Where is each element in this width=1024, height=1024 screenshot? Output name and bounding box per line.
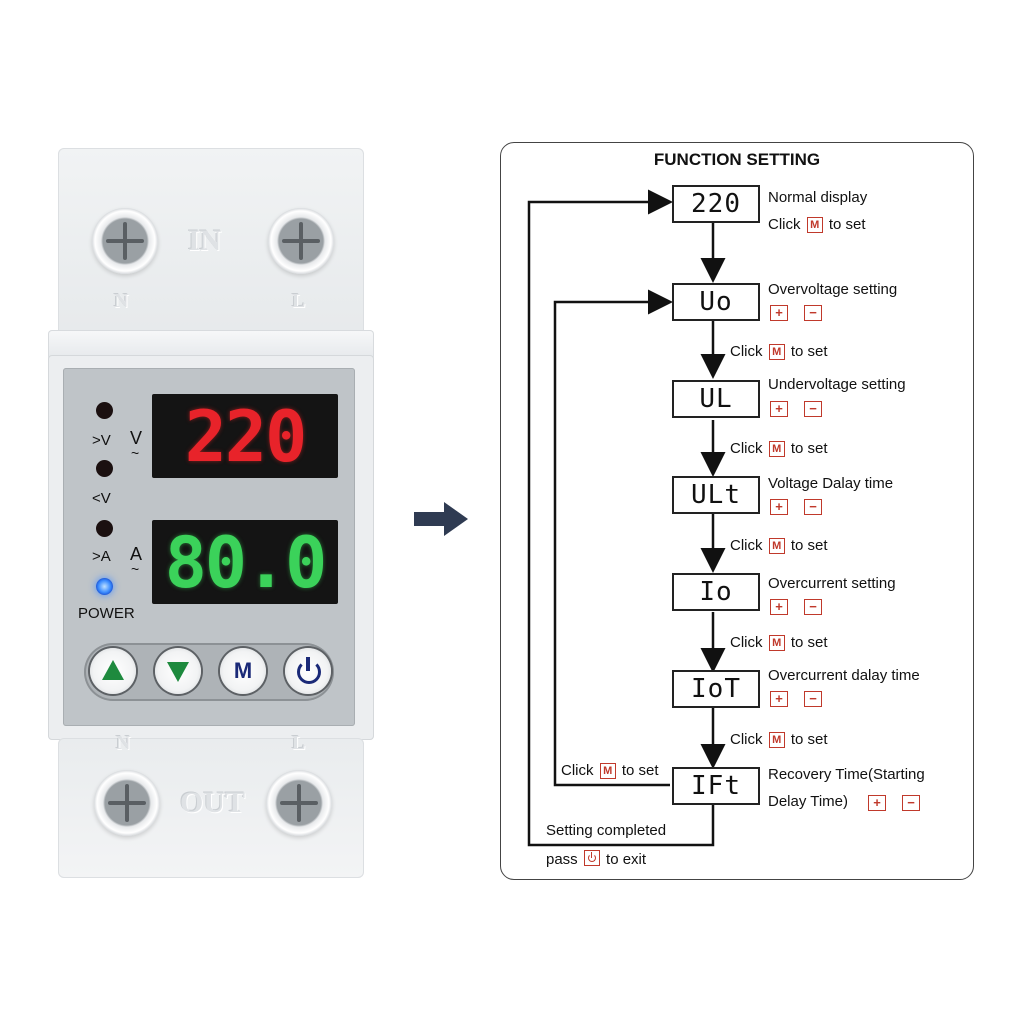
out-label: OUT — [180, 786, 246, 819]
step-overcurrent-desc: Overcurrent setting — [768, 575, 896, 592]
step-recovery-time-desc2: Delay Time) — [768, 793, 849, 810]
right-arrow-icon — [414, 502, 468, 536]
up-button[interactable] — [90, 648, 136, 694]
minus-key-icon: − — [902, 795, 920, 811]
top-n-label: N — [114, 290, 129, 312]
plus-key-icon: + — [770, 599, 788, 615]
over-voltage-label: >V — [92, 432, 111, 449]
under-voltage-led — [96, 460, 113, 477]
power-key-icon — [583, 850, 600, 866]
minus-key-icon: − — [804, 691, 822, 707]
terminal-screw-out-l — [266, 770, 332, 836]
minus-key-icon: − — [804, 401, 822, 417]
step-undervoltage-desc: Undervoltage setting — [768, 376, 906, 393]
step-normal-display-desc: Normal display — [768, 189, 868, 206]
down-arrow-icon — [167, 662, 189, 682]
m-key-icon: M — [768, 538, 785, 554]
over-current-label: >A — [92, 548, 111, 565]
loop-click-m-to-set: Click M to set — [561, 762, 659, 779]
click-m-to-set-4: Click M to set — [730, 634, 828, 651]
m-key-icon: M — [806, 217, 823, 233]
circuit-protector-device: IN N L >V <V >A POWER V ~ A ~ 220 80.0 M… — [0, 0, 400, 900]
down-button[interactable] — [155, 648, 201, 694]
voltage-readout: 220 — [184, 396, 307, 478]
menu-button[interactable]: M — [220, 648, 266, 694]
step-overcurrent-delay-code: IoT — [672, 670, 760, 708]
pass-power-to-exit: pass to exit — [546, 850, 647, 868]
voltage-ac-symbol: ~ — [131, 445, 140, 461]
minus-key-icon: − — [804, 499, 822, 515]
plus-key-icon: + — [770, 691, 788, 707]
click-m-to-set-2: Click M to set — [730, 440, 828, 457]
bottom-l-label: L — [292, 732, 306, 754]
over-current-led — [96, 520, 113, 537]
setting-completed-text: Setting completed — [546, 822, 667, 839]
step-overcurrent-code: Io — [672, 573, 760, 611]
power-icon — [297, 660, 321, 684]
step-voltage-delay-code: ULt — [672, 476, 760, 514]
step-normal-click: Click M to set — [768, 216, 866, 233]
in-label: IN — [188, 224, 222, 257]
terminal-screw-out-n — [94, 770, 160, 836]
m-key-icon: M — [768, 344, 785, 360]
plus-key-icon: + — [770, 499, 788, 515]
current-unit: A — [130, 544, 143, 564]
diagram-title: FUNCTION SETTING — [653, 150, 821, 169]
current-readout: 80.0 — [164, 522, 328, 604]
m-key-icon: M — [599, 763, 616, 779]
current-display: 80.0 — [152, 520, 338, 604]
click-m-to-set-5: Click M to set — [730, 731, 828, 748]
step-overvoltage-code: Uo — [672, 283, 760, 321]
plus-key-icon: + — [770, 401, 788, 417]
step-undervoltage-code: UL — [672, 380, 760, 418]
step-overcurrent-delay-desc: Overcurrent dalay time — [768, 667, 920, 684]
power-button[interactable] — [285, 648, 331, 694]
voltage-unit: V — [130, 428, 143, 448]
step-normal-display-code: 220 — [672, 185, 760, 223]
power-label: POWER — [78, 605, 135, 622]
voltage-display: 220 — [152, 394, 338, 478]
over-voltage-led — [96, 402, 113, 419]
click-m-to-set-1: Click M to set — [730, 343, 828, 360]
m-key-icon: M — [768, 732, 785, 748]
step-recovery-time-desc: Recovery Time(Starting — [768, 766, 925, 783]
under-voltage-label: <V — [92, 490, 111, 507]
terminal-screw-in-l — [268, 208, 334, 274]
current-ac-symbol: ~ — [131, 561, 140, 577]
bottom-n-label: N — [116, 732, 131, 754]
plus-key-icon: + — [868, 795, 886, 811]
plus-key-icon: + — [770, 305, 788, 321]
minus-key-icon: − — [804, 305, 822, 321]
click-m-to-set-3: Click M to set — [730, 537, 828, 554]
terminal-screw-in-n — [92, 208, 158, 274]
minus-key-icon: − — [804, 599, 822, 615]
power-led — [96, 578, 113, 595]
step-recovery-time-code: IFt — [672, 767, 760, 805]
m-key-icon: M — [768, 635, 785, 651]
step-voltage-delay-desc: Voltage Dalay time — [768, 475, 894, 492]
top-l-label: L — [292, 290, 306, 312]
up-arrow-icon — [102, 660, 124, 680]
m-key-icon: M — [768, 441, 785, 457]
step-overvoltage-desc: Overvoltage setting — [768, 281, 898, 298]
